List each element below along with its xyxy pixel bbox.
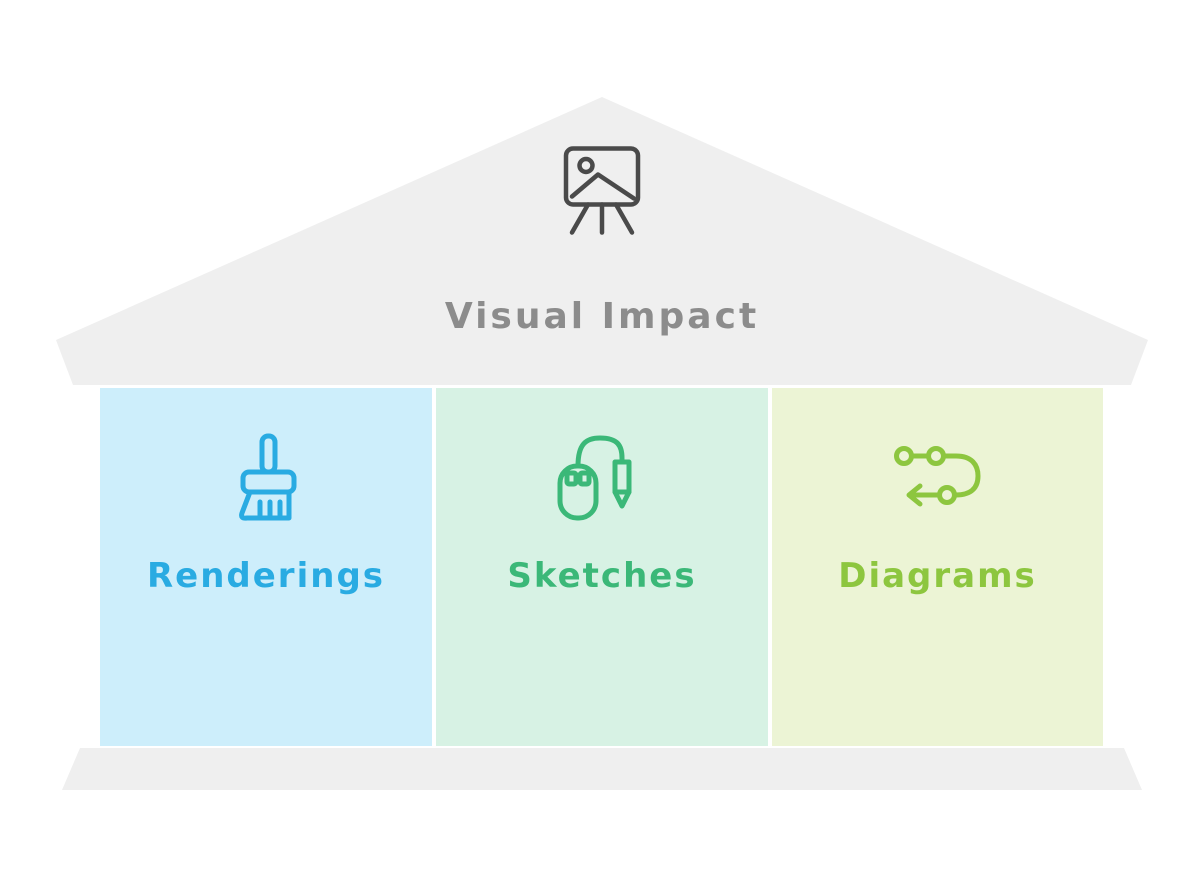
roof-shape <box>56 97 1148 385</box>
mouse-pen-icon <box>552 432 652 532</box>
column-diagrams: Diagrams <box>772 388 1103 746</box>
diagram-title: Visual Impact <box>444 296 760 337</box>
column-sketches: Sketches <box>436 388 768 746</box>
flow-route-icon <box>888 432 988 532</box>
easel-picture-icon <box>552 138 652 243</box>
column-label-renderings: Renderings <box>146 556 386 596</box>
column-label-diagrams: Diagrams <box>838 556 1037 596</box>
column-renderings: Renderings <box>100 388 432 746</box>
base-shape <box>62 748 1142 790</box>
column-label-sketches: Sketches <box>507 556 697 596</box>
paint-brush-icon <box>216 432 316 532</box>
